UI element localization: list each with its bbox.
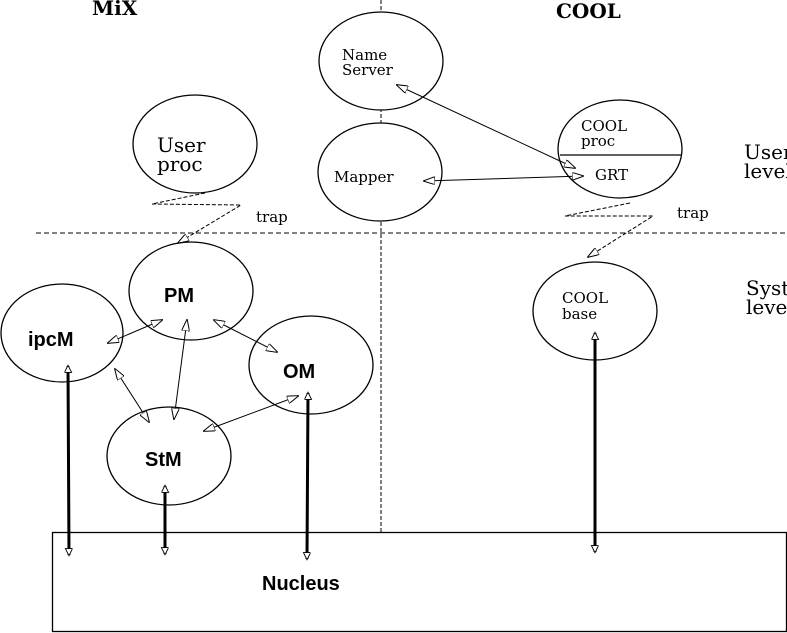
column-header-mix: MiX — [92, 0, 138, 20]
node-name-server-label-2: Server — [342, 61, 394, 79]
level-label-user-2: level — [744, 159, 787, 183]
node-user-proc — [132, 94, 258, 194]
column-header-cool: COOL — [556, 0, 621, 23]
node-cool-proc-label-2: proc — [581, 132, 615, 150]
edge-nameserver-grt — [397, 85, 575, 168]
nucleus-box — [51, 531, 787, 633]
nucleus-label: Nucleus — [262, 573, 340, 595]
edge-pm-om — [214, 320, 277, 352]
trap-arrow-cool — [564, 202, 655, 257]
node-cool-proc-label-1: COOL — [581, 117, 627, 135]
node-stm-label: StM — [145, 449, 182, 471]
node-ipcm-label: ipcM — [28, 329, 74, 351]
edge-stm-om — [204, 396, 298, 431]
node-user-proc-label-2: proc — [157, 152, 203, 176]
edge-om-nucleus — [307, 393, 308, 559]
trap-label-cool: trap — [677, 204, 709, 222]
trap-label-mix: trap — [256, 208, 288, 226]
node-cool-base-label-2: base — [562, 305, 597, 323]
edge-ipcm-stm — [115, 369, 149, 422]
node-name-server-label-1: Name — [342, 46, 387, 64]
node-user-proc-label-1: User — [157, 133, 206, 157]
node-pm — [128, 241, 254, 341]
level-label-user-1: User — [744, 140, 787, 164]
node-mapper-label: Mapper — [334, 168, 394, 186]
level-label-system-2: level — [746, 295, 787, 319]
trap-arrow-mix — [151, 192, 243, 243]
node-grt-label: GRT — [595, 166, 628, 184]
edge-mapper-grt — [424, 176, 583, 181]
edge-ipcm-nucleus — [68, 366, 69, 555]
node-om-label: OM — [283, 361, 315, 383]
node-pm-label: PM — [164, 285, 194, 307]
edge-pm-stm — [174, 320, 187, 419]
edge-pm-ipcm — [108, 320, 162, 343]
node-cool-base-label-1: COOL — [562, 289, 608, 307]
level-label-system-1: System — [746, 276, 787, 300]
